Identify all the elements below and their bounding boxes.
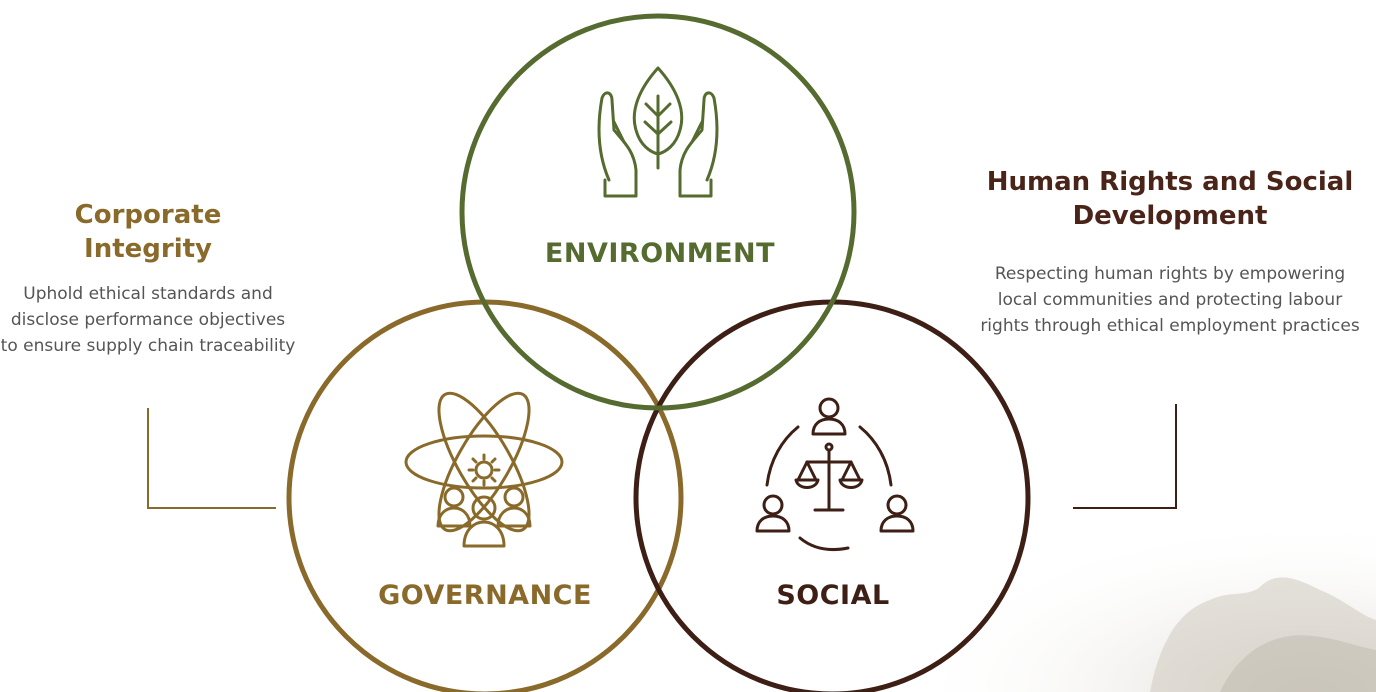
social-circle bbox=[633, 299, 1031, 692]
human-rights-text: Respecting human rights by empowering lo… bbox=[980, 264, 1360, 336]
environment-circle bbox=[459, 13, 857, 411]
people-scales-icon bbox=[755, 397, 915, 552]
connector-line-left bbox=[147, 408, 276, 509]
atom-people-icon bbox=[404, 391, 564, 548]
corporate-integrity-title: Corporate Integrity bbox=[74, 200, 222, 264]
connector-line-right bbox=[1073, 404, 1177, 509]
governance-label: GOVERNANCE bbox=[378, 580, 592, 611]
corporate-integrity-text: Uphold ethical standards and disclose pe… bbox=[0, 284, 296, 356]
environment-label: ENVIRONMENT bbox=[544, 238, 776, 269]
social-label: SOCIAL bbox=[776, 580, 890, 611]
hands-leaf-icon bbox=[597, 66, 719, 198]
human-rights-title: Human Rights and Social Development bbox=[986, 167, 1354, 231]
